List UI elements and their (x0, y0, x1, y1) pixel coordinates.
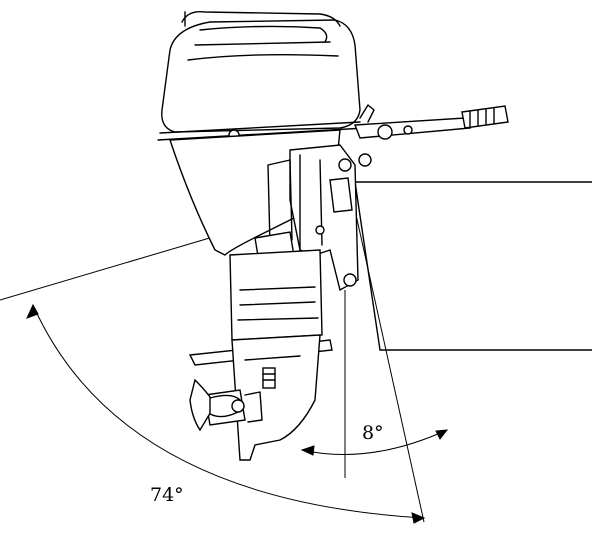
tilt-range-angle-label: 74° (150, 484, 184, 506)
boat-hull (354, 181, 592, 351)
trim-angle-label: 8° (362, 422, 384, 444)
outboard-motor (157, 11, 509, 461)
